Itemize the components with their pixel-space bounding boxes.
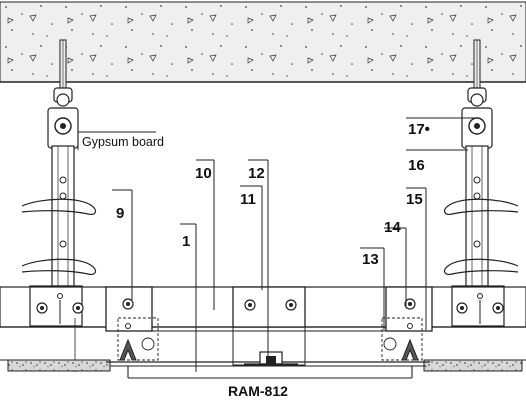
diagram-title: RAM-812 bbox=[228, 383, 288, 399]
callout-10: 10 bbox=[195, 165, 212, 182]
callout-11: 11 bbox=[240, 191, 256, 208]
callout-16: 16 bbox=[408, 157, 425, 174]
callout-15: 15 bbox=[406, 191, 423, 208]
callout-13: 13 bbox=[362, 251, 379, 268]
callout-9: 9 bbox=[116, 205, 124, 222]
label-gypsum-board: Gypsum board bbox=[82, 135, 164, 149]
right-hanger-assembly bbox=[443, 39, 519, 327]
gypsum-board-right bbox=[423, 359, 523, 372]
gypsum-board-left bbox=[7, 359, 111, 372]
callout-17: 17• bbox=[408, 121, 430, 138]
callout-12: 12 bbox=[248, 165, 265, 182]
leader-lines bbox=[77, 117, 478, 372]
callout-14: 14 bbox=[384, 219, 401, 236]
callout-1: 1 bbox=[182, 233, 190, 250]
concrete-slab bbox=[0, 1, 526, 83]
left-hanger-assembly bbox=[21, 39, 97, 372]
center-block bbox=[232, 286, 306, 366]
device-frame bbox=[105, 286, 433, 379]
